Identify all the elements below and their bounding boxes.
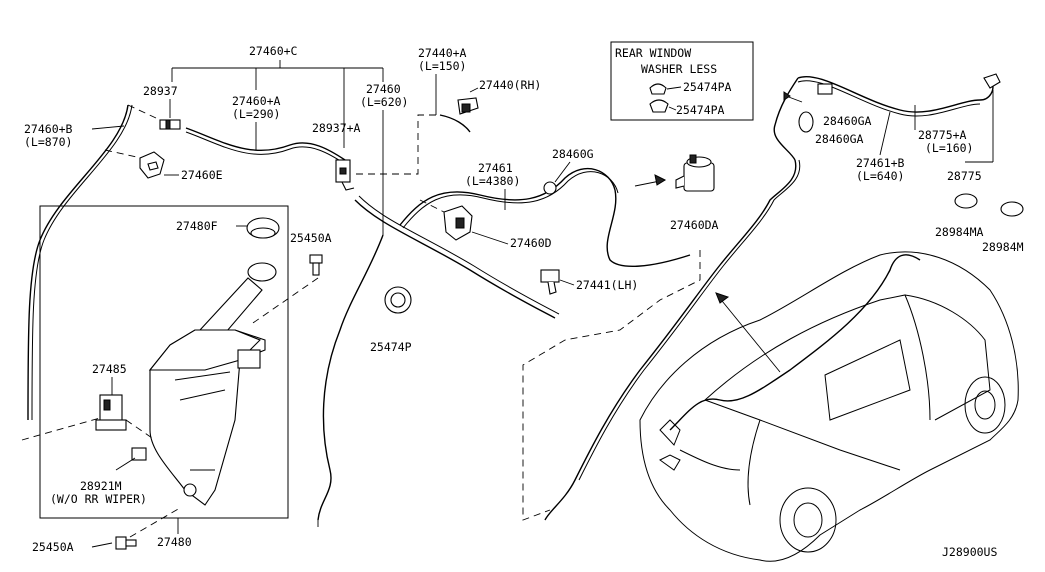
reservoir-group-box (39, 205, 289, 519)
hose-27460A (185, 127, 346, 161)
label-28460GA-1: 28460GA (823, 114, 872, 128)
label-28921M: 28921M (80, 479, 122, 493)
nozzle-27441LH (540, 269, 560, 295)
label-27461B-length: (L=640) (856, 169, 904, 183)
part-27460DA (675, 154, 715, 192)
hose-27460 (317, 234, 384, 521)
label-27460A: 27460+A (232, 94, 281, 108)
inset-title-line2: WASHER LESS (641, 62, 717, 76)
connector-28937A (335, 159, 355, 191)
cap-part-icon-2 (649, 99, 669, 113)
diagram-code: J28900US (942, 545, 997, 559)
cap-28984M (1000, 201, 1024, 217)
cap-part-icon (649, 83, 667, 95)
clip-27460D (443, 205, 473, 241)
label-27485: 27485 (92, 362, 127, 376)
label-27460D: 27460D (510, 236, 552, 250)
label-27480: 27480 (157, 535, 192, 549)
label-27460C: 27460+C (249, 44, 298, 58)
label-27461: 27461 (478, 161, 513, 175)
inset-rear-window-washer-less: REAR WINDOW WASHER LESS 25474PA 25474PA (610, 41, 754, 121)
label-25474PA-1: 25474PA (683, 80, 732, 94)
label-27440A-length: (L=150) (418, 59, 466, 73)
label-27460A-length: (L=290) (232, 107, 280, 121)
label-27460B-length: (L=870) (24, 135, 72, 149)
label-25474P: 25474P (370, 340, 412, 354)
label-25450A-top: 25450A (290, 231, 332, 245)
label-27460: 27460 (366, 82, 401, 96)
bracket-27460C: 27460+C (171, 44, 384, 148)
bolt-25450A-bottom (115, 536, 137, 550)
reservoir-tank-27480 (148, 262, 277, 506)
bolt-25450A-top (309, 254, 323, 276)
label-28921M-note: (W/O RR WIPER) (50, 492, 147, 506)
clip-28460GA (798, 83, 833, 133)
cap-27480F (246, 217, 280, 239)
label-28460G: 28460G (552, 147, 594, 161)
label-27460E: 27460E (181, 168, 223, 182)
hose-rear (797, 76, 994, 113)
label-27461-length: (L=4380) (465, 174, 520, 188)
clip-28460G (543, 181, 557, 195)
label-27480F: 27480F (176, 219, 218, 233)
arrow-into-car (717, 295, 781, 373)
label-25474PA-2: 25474PA (676, 103, 725, 117)
label-28775: 28775 (947, 169, 982, 183)
pump-27485 (95, 394, 127, 431)
label-28984MA: 28984MA (935, 225, 984, 239)
connector-28937 (159, 119, 181, 130)
part-28921M (131, 447, 147, 461)
label-28984M: 28984M (982, 240, 1024, 254)
label-27460DA: 27460DA (670, 218, 719, 232)
car-outline (639, 251, 1019, 562)
clip-27460E (139, 151, 165, 179)
label-25450A-bottom: 25450A (32, 540, 74, 554)
label-28460GA-2: 28460GA (815, 132, 864, 146)
nozzle-27440RH (457, 97, 479, 115)
label-28775A: 28775+A (918, 128, 967, 142)
label-27440A: 27440+A (418, 46, 467, 60)
grommet-25474P (384, 286, 412, 314)
hose-27461 (354, 199, 556, 319)
label-27460B: 27460+B (24, 122, 73, 136)
label-27460-length: (L=620) (360, 95, 408, 109)
label-27461B: 27461+B (856, 156, 905, 170)
label-28937: 28937 (143, 84, 178, 98)
inset-title-line1: REAR WINDOW (615, 46, 691, 60)
cap-28984MA (954, 193, 978, 209)
label-27440RH: 27440(RH) (479, 78, 541, 92)
label-28775A-length: (L=160) (925, 141, 973, 155)
label-28937A: 28937+A (312, 121, 361, 135)
label-27441LH: 27441(LH) (576, 278, 638, 292)
nozzle-28775 (983, 73, 1001, 89)
